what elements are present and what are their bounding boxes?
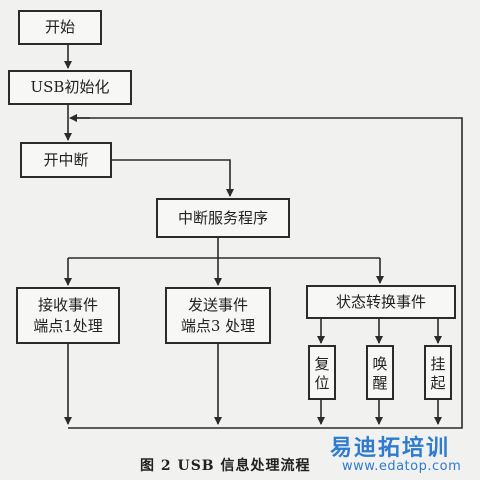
node-suspend-char1: 挂 bbox=[430, 354, 446, 373]
watermark-url: www.edatop.com bbox=[342, 459, 462, 474]
node-start: 开始 bbox=[18, 10, 102, 45]
node-receive-line1: 接收事件 bbox=[37, 296, 98, 315]
node-enable-interrupt-label: 开中断 bbox=[43, 150, 89, 169]
node-wakeup-char1: 唤 bbox=[372, 354, 388, 373]
figure-caption: 图 2 USB 信息处理流程 bbox=[140, 458, 311, 474]
node-send-event: 发送事件 端点3 处理 bbox=[165, 287, 271, 344]
node-usb-init-label: USB初始化 bbox=[30, 78, 110, 97]
watermark-brand: 易迪拓培训 bbox=[330, 436, 451, 461]
node-state-change: 状态转换事件 bbox=[306, 285, 456, 319]
watermark: 易迪拓培训 www.edatop.com bbox=[322, 430, 478, 476]
node-isr: 中断服务程序 bbox=[156, 198, 290, 238]
node-wakeup-char2: 醒 bbox=[372, 373, 388, 392]
node-reset-char1: 复 bbox=[314, 354, 330, 373]
node-wakeup: 唤 醒 bbox=[366, 345, 394, 400]
node-suspend: 挂 起 bbox=[424, 345, 452, 400]
loop-return-line bbox=[68, 117, 463, 429]
node-reset: 复 位 bbox=[308, 345, 336, 400]
node-suspend-char2: 起 bbox=[430, 373, 446, 392]
node-start-label: 开始 bbox=[44, 18, 75, 37]
node-usb-init: USB初始化 bbox=[8, 70, 132, 105]
node-reset-char2: 位 bbox=[314, 373, 330, 392]
node-enable-interrupt: 开中断 bbox=[20, 142, 112, 178]
arrow-interrupt-to-isr bbox=[112, 159, 234, 197]
node-receive-line2: 端点1处理 bbox=[33, 316, 103, 335]
node-send-line2: 端点3 处理 bbox=[180, 316, 256, 335]
node-isr-label: 中断服务程序 bbox=[177, 208, 268, 227]
node-receive-event: 接收事件 端点1处理 bbox=[16, 287, 120, 344]
node-send-line1: 发送事件 bbox=[187, 296, 248, 315]
node-state-change-label: 状态转换事件 bbox=[335, 292, 426, 311]
